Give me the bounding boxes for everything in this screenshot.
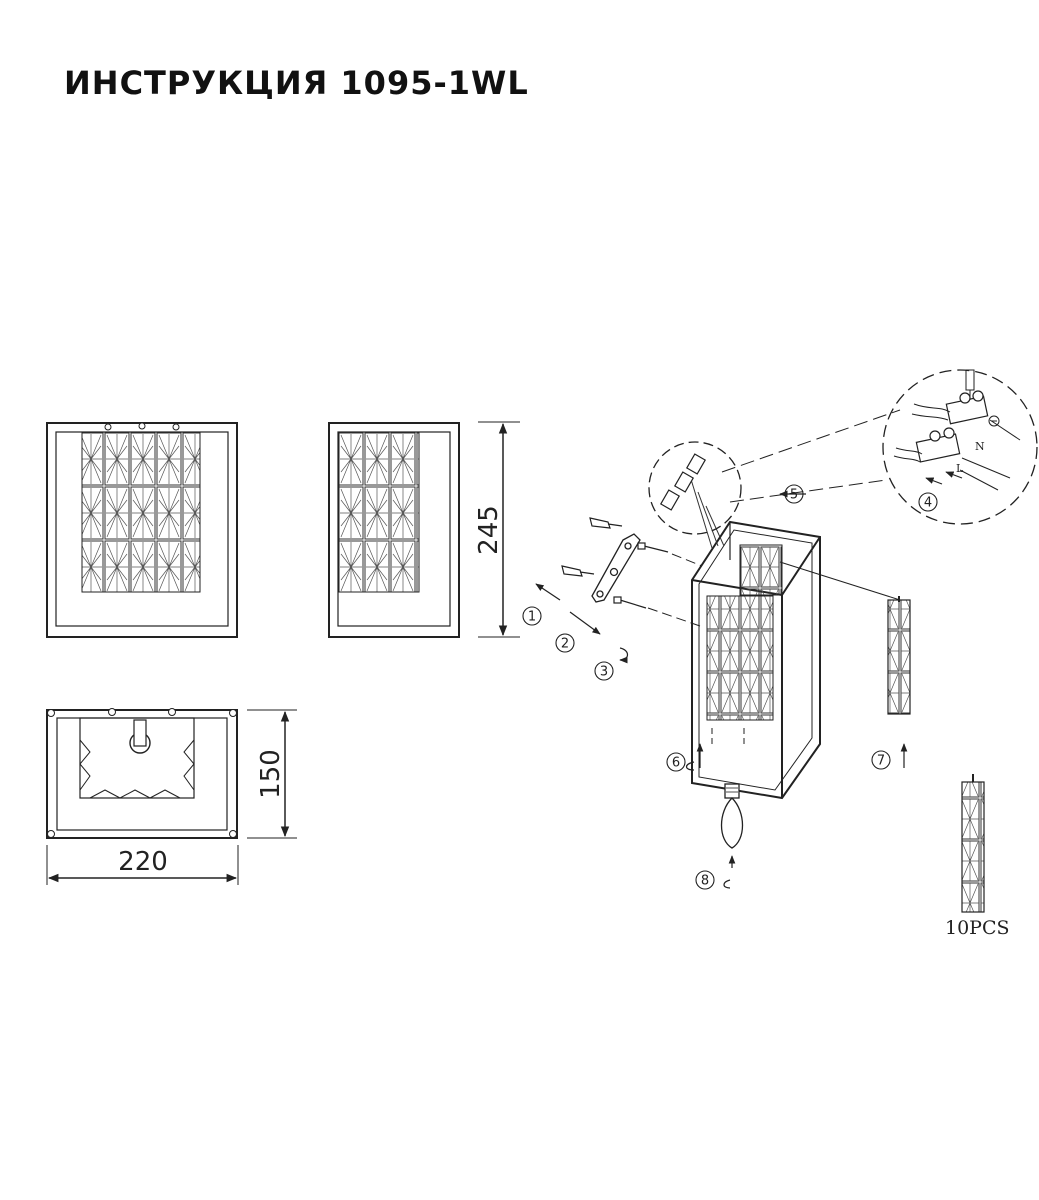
lamp-crystal-top [739,544,783,596]
step-1: 1 [522,606,542,626]
dimension-depth: 150 [247,709,297,839]
lamp-crystal-panel [706,595,774,721]
dimension-width-label: 220 [118,847,168,877]
step-5-label: 5 [790,488,798,503]
assembly-guide-lines [647,553,703,627]
wall-anchors [561,517,623,577]
step-7: 7 [871,750,891,770]
pendant-count-label: 10PCS [945,917,1010,939]
step-2-label: 2 [561,637,569,652]
top-view [46,708,238,839]
mounting-screws [613,542,669,609]
side-view [328,422,460,638]
lamp-frame-3d [691,520,821,800]
live-label: L [956,462,964,475]
front-view [46,422,238,638]
step-6-label: 6 [672,756,680,771]
step-2: 2 [555,633,575,653]
dimension-width: 220 [46,845,239,885]
step-8: 8 [695,870,715,890]
step-3: 3 [594,661,614,681]
wiring-detail-bubble: N L [882,369,1038,525]
step-arrows [535,490,908,889]
step-7-label: 7 [877,754,885,769]
pendant-strand [887,596,911,715]
step-6: 6 [666,752,686,772]
neutral-label: N [975,440,985,453]
spare-pendant-strand [961,774,985,913]
dimension-height-label: 245 [474,505,504,555]
lamp-wires [689,475,725,549]
mounting-bracket [591,533,641,603]
dimension-height: 245 [474,421,520,638]
step-4-label: 4 [924,496,932,511]
step-4: 4 [918,492,938,512]
candle-bulb [720,783,744,849]
wire-detail-bubble [648,441,742,535]
page-title: ИНСТРУКЦИЯ 1095-1WL [64,64,529,102]
step-3-label: 3 [600,665,608,680]
step-5: 5 [784,484,804,504]
step-1-label: 1 [528,610,536,625]
step-8-label: 8 [701,874,709,889]
dimension-depth-label: 150 [256,749,286,799]
